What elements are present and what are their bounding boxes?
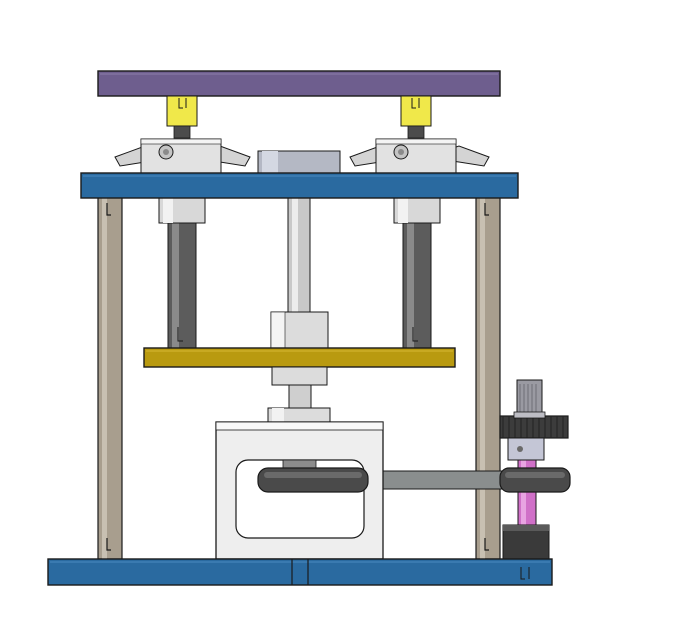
middle-plate bbox=[143, 347, 456, 368]
right-guide-pillar bbox=[475, 196, 501, 560]
left-lead-screw bbox=[167, 221, 197, 351]
right-screw-collar bbox=[393, 196, 441, 224]
right-lead-screw bbox=[402, 221, 432, 351]
drive-pulley bbox=[257, 459, 369, 493]
left-clamp-lever bbox=[114, 138, 251, 174]
left-threaded-nut bbox=[166, 95, 198, 139]
coupling bbox=[267, 366, 331, 424]
left-guide-pillar bbox=[97, 196, 123, 560]
adjuster-knob bbox=[513, 379, 546, 419]
base-plate bbox=[47, 558, 553, 586]
motor-stub bbox=[502, 524, 550, 560]
center-column bbox=[270, 196, 329, 350]
driven-pulley bbox=[499, 467, 571, 493]
left-screw-collar bbox=[158, 196, 206, 224]
center-disc bbox=[257, 150, 341, 175]
right-clamp-lever bbox=[349, 138, 490, 174]
upper-frame-plate bbox=[80, 172, 519, 199]
spur-gear bbox=[499, 415, 569, 461]
top-plate bbox=[97, 70, 501, 97]
right-threaded-nut bbox=[400, 95, 432, 139]
